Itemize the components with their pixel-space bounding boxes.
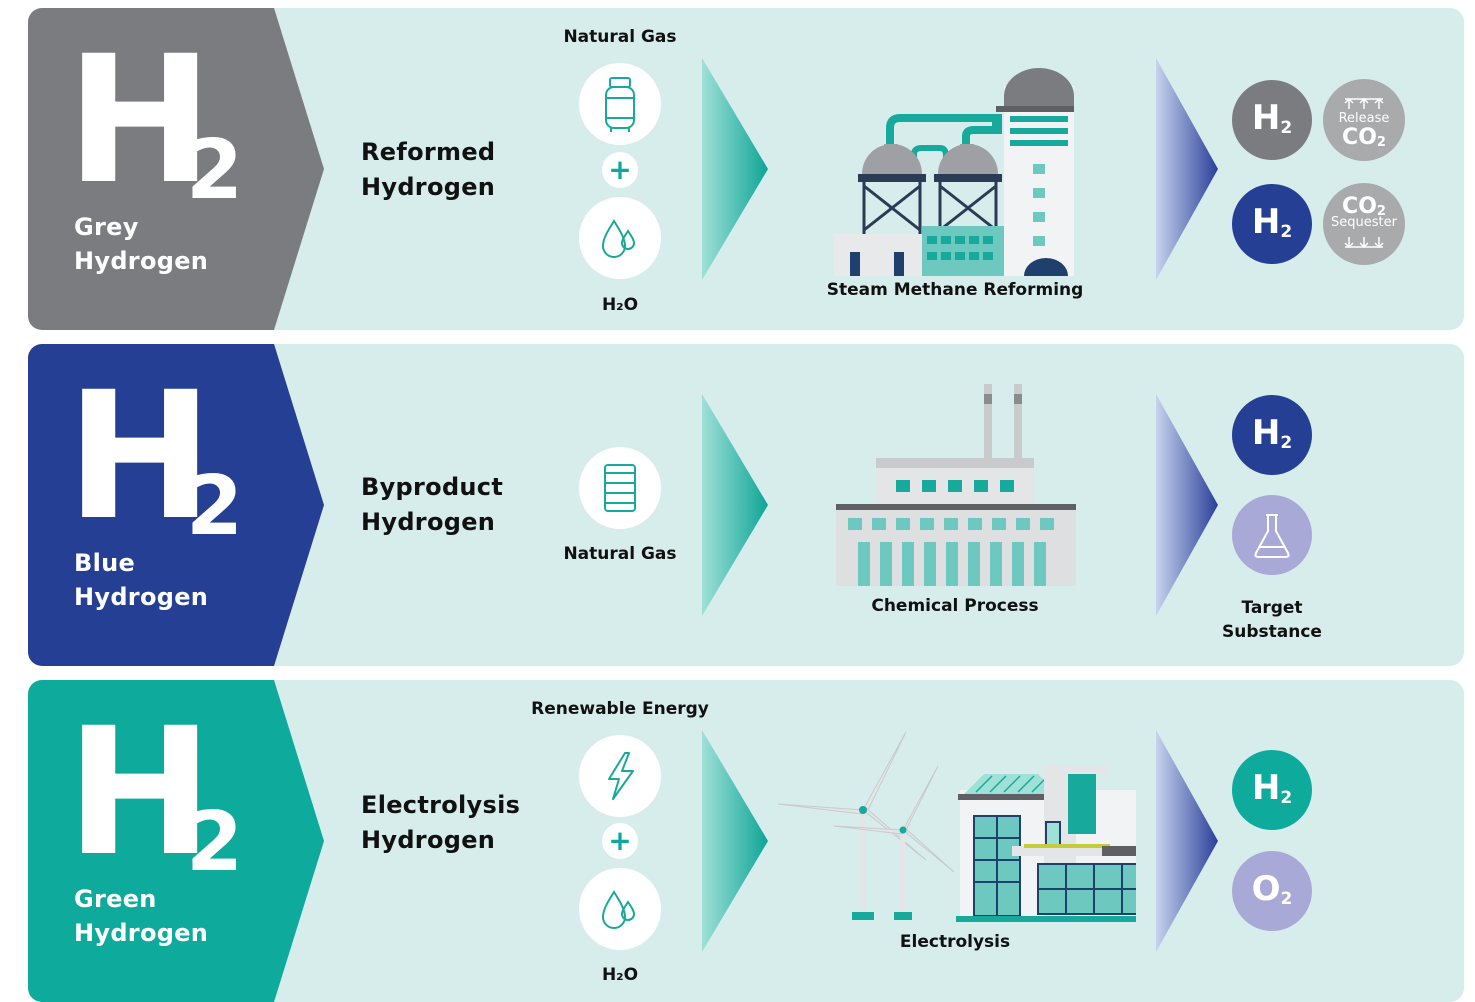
output-sub: 2 [1280,222,1293,242]
output-sub: 2 [1280,433,1293,453]
output-sub: 2 [1280,788,1293,808]
input-top-label: Renewable Energy [531,699,709,719]
target-line2: Substance [1222,622,1322,642]
output-main: H [1251,202,1281,242]
blue-h2-bubble: H2 [1232,395,1312,475]
o2-bubble: O2 [1232,851,1312,931]
co2-label: CO2 [1323,126,1405,155]
output-sub: 2 [1280,118,1293,138]
process-arrow-icon [702,58,768,280]
co2-small-label: Sequester [1331,215,1397,230]
co2-main: CO [1342,125,1377,150]
input-top-label: Natural Gas [563,27,677,47]
h-letter: H [66,690,214,895]
target-label: Target Substance [1212,596,1332,644]
method-line2: Hydrogen [361,173,496,201]
output-arrow-icon [1156,730,1218,952]
method-label: Reformed Hydrogen [361,135,495,205]
method-label: Electrolysis Hydrogen [361,788,520,858]
water-drop-icon [579,868,661,950]
grey-hydrogen-row: H 2 Grey Hydrogen Reformed Hydrogen Natu… [28,8,1464,330]
output-main: H [1251,768,1281,808]
process-arrow-icon [702,730,768,952]
wind-solar-plant-icon [777,731,1136,922]
arrows-down-icon [1344,237,1384,249]
co2-sub: 2 [1376,204,1386,219]
green-h2-bubble: H2 [1232,750,1312,830]
input-bottom-label: H₂O [601,295,639,315]
gas-cylinder-icon [579,63,661,145]
process-label: Steam Methane Reforming [826,280,1084,300]
type-line2: Hydrogen [74,583,209,611]
grey-hydrogen-badge [28,8,324,330]
method-line2: Hydrogen [361,508,496,536]
green-hydrogen-row: H 2 Green Hydrogen Electrolysis Hydrogen… [28,680,1464,1002]
method-line1: Electrolysis [361,791,521,819]
type-line2: Hydrogen [74,919,209,947]
method-line1: Reformed [361,138,496,166]
hydrogen-type-label: Green Hydrogen [74,882,208,950]
co2-label: CO2 [1323,195,1405,224]
h-subscript: 2 [186,459,244,554]
input-label: Natural Gas [563,544,677,564]
co2-sequester-bubble: CO2 Sequester [1323,183,1405,265]
plus-sign: + [602,823,638,859]
water-drop-icon [579,197,661,279]
output-main: O [1251,869,1281,909]
method-line1: Byproduct [361,473,504,501]
blue-hydrogen-row: H 2 Blue Hydrogen Byproduct Hydrogen Nat… [28,344,1464,666]
co2-release-bubble: Release CO2 [1323,79,1405,161]
lightning-icon [579,735,661,817]
process-label: Chemical Process [871,596,1039,616]
process-arrow-icon [702,394,768,616]
output-arrow-icon [1156,58,1218,280]
type-line1: Green [74,885,157,913]
green-hydrogen-badge [28,680,324,1002]
chemical-factory-icon [836,384,1076,586]
output-sub: 2 [1280,889,1293,909]
type-line1: Grey [74,213,139,241]
reforming-plant-icon [834,68,1074,276]
blue-hydrogen-badge [28,344,324,666]
method-label: Byproduct Hydrogen [361,470,503,540]
co2-sub: 2 [1376,135,1386,150]
hydrogen-type-label: Blue Hydrogen [74,546,208,614]
output-arrow-icon [1156,394,1218,616]
type-line1: Blue [74,549,136,577]
output-main: H [1251,98,1281,138]
process-label: Electrolysis [899,932,1011,952]
plus-sign: + [602,152,638,188]
grey-h2-bubble: H2 [1232,80,1312,160]
input-bottom-label: H₂O [601,965,639,985]
blue-h2-bubble: H2 [1232,184,1312,264]
method-line2: Hydrogen [361,826,496,854]
hydrogen-type-label: Grey Hydrogen [74,210,208,278]
target-line1: Target [1241,598,1303,618]
h-subscript: 2 [186,795,244,890]
arrows-up-icon [1344,97,1384,109]
output-main: H [1251,413,1281,453]
gas-drum-icon [579,447,661,529]
co2-small-label: Release [1338,111,1390,126]
co2-main: CO [1342,194,1377,219]
h-letter: H [66,354,214,559]
h-letter: H [66,18,214,223]
flask-icon [1232,495,1312,575]
h-subscript: 2 [186,123,244,218]
type-line2: Hydrogen [74,247,209,275]
